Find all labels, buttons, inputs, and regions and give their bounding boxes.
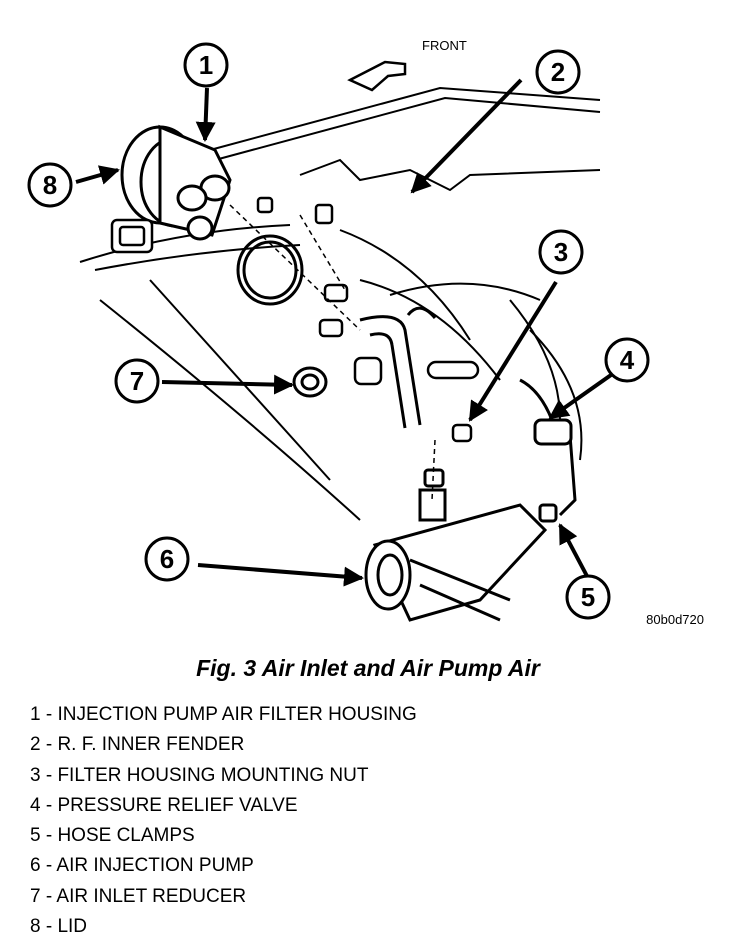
callout-8: 8 <box>27 162 73 208</box>
callout-1: 1 <box>183 42 229 88</box>
callout-7: 7 <box>114 358 160 404</box>
small-parts <box>110 196 480 443</box>
fender-outline <box>79 86 601 521</box>
inlet-reducer-drawing <box>292 366 328 398</box>
filter-housing-drawing <box>120 124 232 241</box>
callout-3: 3 <box>538 229 584 275</box>
svg-text:1: 1 <box>199 50 213 80</box>
parts-legend: 1 - INJECTION PUMP AIR FILTER HOUSING 2 … <box>30 700 417 942</box>
legend-item-1: 1 - INJECTION PUMP AIR FILTER HOUSING <box>30 704 417 725</box>
figure-title: Fig. 3 Air Inlet and Air Pump Air <box>196 655 540 681</box>
air-hose <box>359 306 437 429</box>
legend-item-8: 8 - LID <box>30 916 88 938</box>
legend-item-3: 3 - FILTER HOUSING MOUNTING NUT <box>30 764 369 786</box>
callout-2: 2 <box>535 49 581 95</box>
legend-item-7: 7 - AIR INLET REDUCER <box>30 885 247 907</box>
air-injection-pump-drawing <box>364 468 548 622</box>
svg-text:6: 6 <box>160 544 174 574</box>
image-code: 80b0d720 <box>646 612 704 627</box>
front-label: FRONT <box>422 38 467 53</box>
relief-valve-pipe <box>519 378 577 523</box>
svg-text:5: 5 <box>581 582 595 612</box>
callout-5: 5 <box>565 574 611 620</box>
callout-6: 6 <box>144 536 190 582</box>
legend-item-2: 2 - R. F. INNER FENDER <box>30 734 245 756</box>
hose-clamp-ring <box>236 234 304 306</box>
svg-text:3: 3 <box>554 237 568 267</box>
svg-text:4: 4 <box>620 345 635 375</box>
alignment-lines <box>229 204 436 501</box>
exploded-diagram: FRONT 1 2 3 4 5 6 7 8 <box>27 38 704 627</box>
legend-item-6: 6 - AIR INJECTION PUMP <box>30 855 254 877</box>
callout-4: 4 <box>604 337 650 383</box>
legend-item-5: 5 - HOSE CLAMPS <box>30 825 195 847</box>
svg-text:8: 8 <box>43 170 57 200</box>
svg-text:2: 2 <box>551 57 565 87</box>
svg-text:7: 7 <box>130 366 144 396</box>
callout-arrows <box>75 78 613 587</box>
front-arrow: FRONT <box>347 38 467 92</box>
legend-item-4: 4 - PRESSURE RELIEF VALVE <box>30 794 298 816</box>
